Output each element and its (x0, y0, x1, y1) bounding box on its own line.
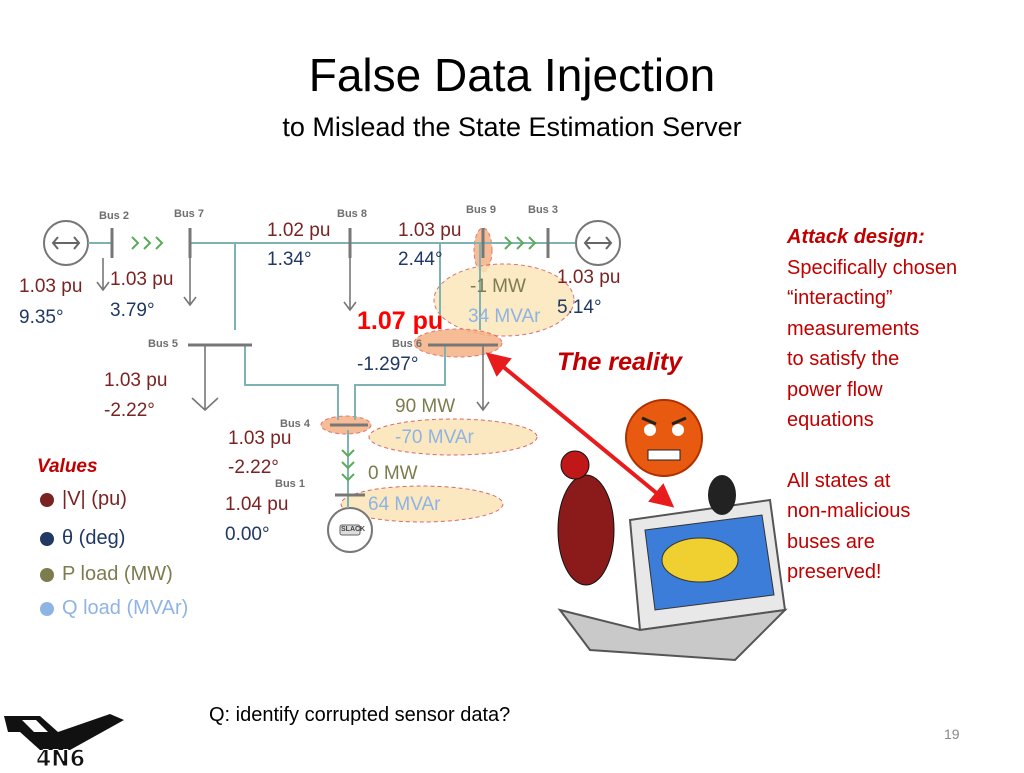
bus2-label: Bus 2 (99, 210, 129, 222)
logo: 4N6 (0, 710, 130, 773)
bus9-voltage: 1.03 pu (398, 220, 462, 241)
attack-text-line: non-malicious (787, 500, 911, 522)
bus5-angle: -2.22° (104, 400, 155, 421)
gen2-voltage: 1.03 pu (19, 276, 83, 297)
bus6-highlight (413, 328, 503, 358)
attack-text-line: power flow (787, 378, 883, 401)
bus9-label: Bus 9 (466, 204, 496, 216)
attack-text-line: Specifically chosen (787, 256, 958, 279)
bus6-voltage-corrupted: 1.07 pu (357, 307, 444, 335)
legend-dot (40, 567, 54, 582)
bus1-angle: 0.00° (225, 524, 270, 545)
legend-label: θ (deg) (62, 527, 126, 549)
spacer (787, 436, 1017, 466)
bus1-label: Bus 1 (275, 478, 305, 490)
attack-text-line: equations (787, 409, 874, 431)
bus8-voltage: 1.02 pu (267, 220, 331, 241)
bus7-angle: 3.79° (110, 300, 155, 321)
generator-bus1 (327, 507, 373, 553)
logo-text: 4N6 (36, 747, 85, 768)
slack-label: SLACK (341, 526, 366, 533)
bus3-label: Bus 3 (528, 204, 558, 216)
page-number: 19 (944, 726, 960, 742)
reality-arrow (485, 352, 675, 508)
bus7-voltage: 1.03 pu (110, 269, 174, 290)
reality-callout: The reality (557, 348, 683, 376)
question-text: Q: identify corrupted sensor data? (209, 704, 511, 726)
bus9-load-q: 34 MVAr (468, 306, 541, 327)
bus4-angle: -2.22° (228, 457, 279, 478)
bus9-angle: 2.44° (398, 249, 443, 270)
legend-label: Q load (MVAr) (62, 597, 189, 619)
bus8-angle: 1.34° (267, 249, 312, 270)
hacker-laptop-illustration (557, 450, 788, 662)
bus4-load-p: 0 MW (368, 463, 418, 484)
attack-text-line: preserved! (787, 561, 882, 583)
attack-text-line: All states at (787, 469, 891, 492)
legend-item-q-load: Q load (MVAr) (40, 597, 188, 620)
legend-item-angle: θ (deg) (40, 527, 125, 550)
bus4-load-q: 64 MVAr (368, 494, 441, 515)
bus8-label: Bus 8 (337, 208, 367, 220)
legend-dot (40, 601, 54, 616)
bus6-load-p: 90 MW (395, 396, 456, 417)
slide-subtitle: to Mislead the State Estimation Server (282, 112, 742, 142)
legend-dot (40, 531, 54, 546)
bus7-label: Bus 7 (174, 208, 204, 220)
bus3-voltage: 1.03 pu (557, 267, 621, 288)
legend-title: Values (37, 456, 98, 477)
legend-item-p-load: P load (MW) (40, 563, 173, 586)
attack-text-line: to satisfy the (787, 348, 900, 370)
bus1-voltage: 1.04 pu (225, 494, 289, 515)
bus9-load-p: -1 MW (470, 276, 526, 297)
slide-title: False Data Injection (308, 49, 716, 101)
bus9-load-highlight (433, 263, 575, 337)
attack-text-line: buses are (787, 530, 875, 553)
legend-dot (40, 492, 54, 507)
bus6-label: Bus 6 (392, 338, 422, 350)
logo-mark: 4N6 (0, 710, 130, 773)
bus5-voltage: 1.03 pu (104, 370, 168, 391)
attack-text-line: “interacting” (787, 287, 893, 309)
bus4-voltage: 1.03 pu (228, 428, 292, 449)
attack-text-line: measurements (787, 317, 920, 340)
legend-label: |V| (pu) (62, 488, 127, 510)
generator-bus3 (575, 220, 621, 266)
bus6-angle: -1.297° (357, 354, 419, 375)
legend-item-voltage: |V| (pu) (40, 488, 127, 511)
bus5-label: Bus 5 (148, 338, 178, 350)
transformer-symbols (131, 236, 537, 482)
bus6-load-q: -70 MVAr (395, 427, 474, 448)
bus4-label: Bus 4 (280, 418, 310, 430)
generator-bus2 (43, 220, 89, 266)
attack-design-title: Attack design: (787, 226, 925, 248)
legend-label: P load (MW) (62, 563, 173, 585)
angry-face-icon (625, 399, 703, 477)
attack-design-panel: Attack design: Specifically chosen “inte… (787, 222, 1017, 588)
gen2-angle: 9.35° (19, 307, 64, 328)
bus-bars (110, 228, 550, 497)
bus3-angle: 5.14° (557, 297, 602, 318)
